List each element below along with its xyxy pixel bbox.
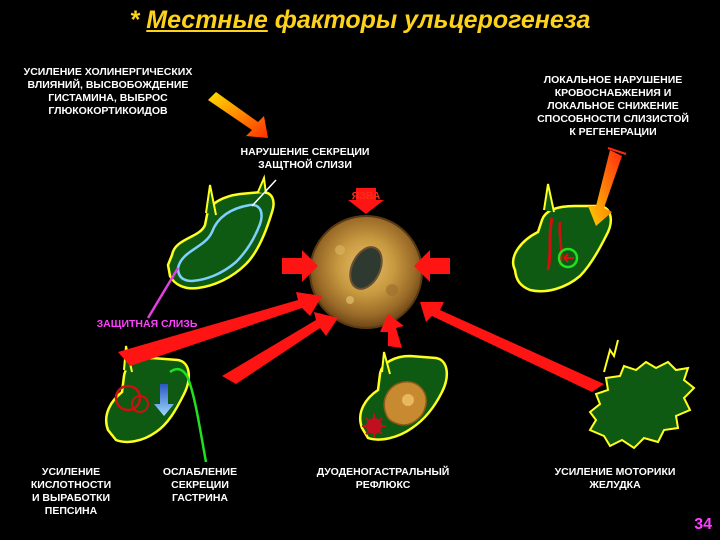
label-ulcer: ЯЗВА: [336, 190, 396, 203]
arrow-blood-supply: [588, 150, 622, 226]
label-protective-mucus: ЗАЩИТНАЯ СЛИЗЬ: [82, 318, 212, 331]
label-blood-supply-line-3: ЛОКАЛЬНОЕ СНИЖЕНИЕ: [508, 100, 718, 113]
label-gastrin-line-2: СЕКРЕЦИИ: [150, 479, 250, 492]
label-acidity-line-1: УСИЛЕНИЕ: [16, 466, 126, 479]
label-gastrin-line-3: ГАСТРИНА: [150, 492, 250, 505]
label-blood-supply-line-1: ЛОКАЛЬНОЕ НАРУШЕНИЕ: [508, 74, 718, 87]
pointer-protective-mucus: [148, 268, 178, 318]
stomach-reflux: [360, 352, 447, 440]
arrow-cholinergic: [208, 92, 268, 138]
label-cholinergic-line-2: ВЛИЯНИЙ, ВЫСВОБОЖДЕНИЕ: [6, 79, 210, 92]
label-cholinergic-line-4: ГЛЮКОКОРТИКОИДОВ: [6, 105, 210, 118]
label-motility: УСИЛЕНИЕ МОТОРИКИ ЖЕЛУДКА: [540, 466, 690, 492]
label-acidity-line-2: КИСЛОТНОСТИ: [16, 479, 126, 492]
label-blood-supply-line-5: К РЕГЕНЕРАЦИИ: [508, 126, 718, 139]
stomach-acidity: [106, 346, 189, 442]
label-reflux-line-1: ДУОДЕНОГАСТРАЛЬНЫЙ: [300, 466, 466, 479]
label-blood-supply-line-4: СПОСОБНОСТИ СЛИЗИСТОЙ: [508, 113, 718, 126]
label-mucus-secretion-line-1: НАРУШЕНИЕ СЕКРЕЦИИ: [230, 146, 380, 159]
label-reflux: ДУОДЕНОГАСТРАЛЬНЫЙ РЕФЛЮКС: [300, 466, 466, 492]
page-number: 34: [694, 516, 712, 534]
label-blood-supply: ЛОКАЛЬНОЕ НАРУШЕНИЕ КРОВОСНАБЖЕНИЯ И ЛОК…: [508, 74, 718, 139]
label-acidity-line-3: И ВЫРАБОТКИ: [16, 492, 126, 505]
label-motility-line-1: УСИЛЕНИЕ МОТОРИКИ: [540, 466, 690, 479]
label-cholinergic-line-3: ГИСТАМИНА, ВЫБРОС: [6, 92, 210, 105]
label-reflux-line-2: РЕФЛЮКС: [300, 479, 466, 492]
label-mucus-secretion: НАРУШЕНИЕ СЕКРЕЦИИ ЗАЩТНОЙ СЛИЗИ: [230, 146, 380, 172]
label-cholinergic: УСИЛЕНИЕ ХОЛИНЕРГИЧЕСКИХ ВЛИЯНИЙ, ВЫСВОБ…: [6, 66, 210, 118]
label-motility-line-2: ЖЕЛУДКА: [540, 479, 690, 492]
stomach-motility: [590, 340, 694, 448]
label-acidity: УСИЛЕНИЕ КИСЛОТНОСТИ И ВЫРАБОТКИ ПЕПСИНА: [16, 466, 126, 518]
stomach-mucus: [168, 178, 274, 288]
ulcer-image: [310, 216, 422, 328]
label-cholinergic-line-1: УСИЛЕНИЕ ХОЛИНЕРГИЧЕСКИХ: [6, 66, 210, 79]
label-gastrin-line-1: ОСЛАБЛЕНИЕ: [150, 466, 250, 479]
stomach-blood-supply: [513, 184, 611, 291]
label-acidity-line-4: ПЕПСИНА: [16, 505, 126, 518]
label-mucus-secretion-line-2: ЗАЩТНОЙ СЛИЗИ: [230, 159, 380, 172]
label-gastrin: ОСЛАБЛЕНИЕ СЕКРЕЦИИ ГАСТРИНА: [150, 466, 250, 505]
label-blood-supply-line-2: КРОВОСНАБЖЕНИЯ И: [508, 87, 718, 100]
